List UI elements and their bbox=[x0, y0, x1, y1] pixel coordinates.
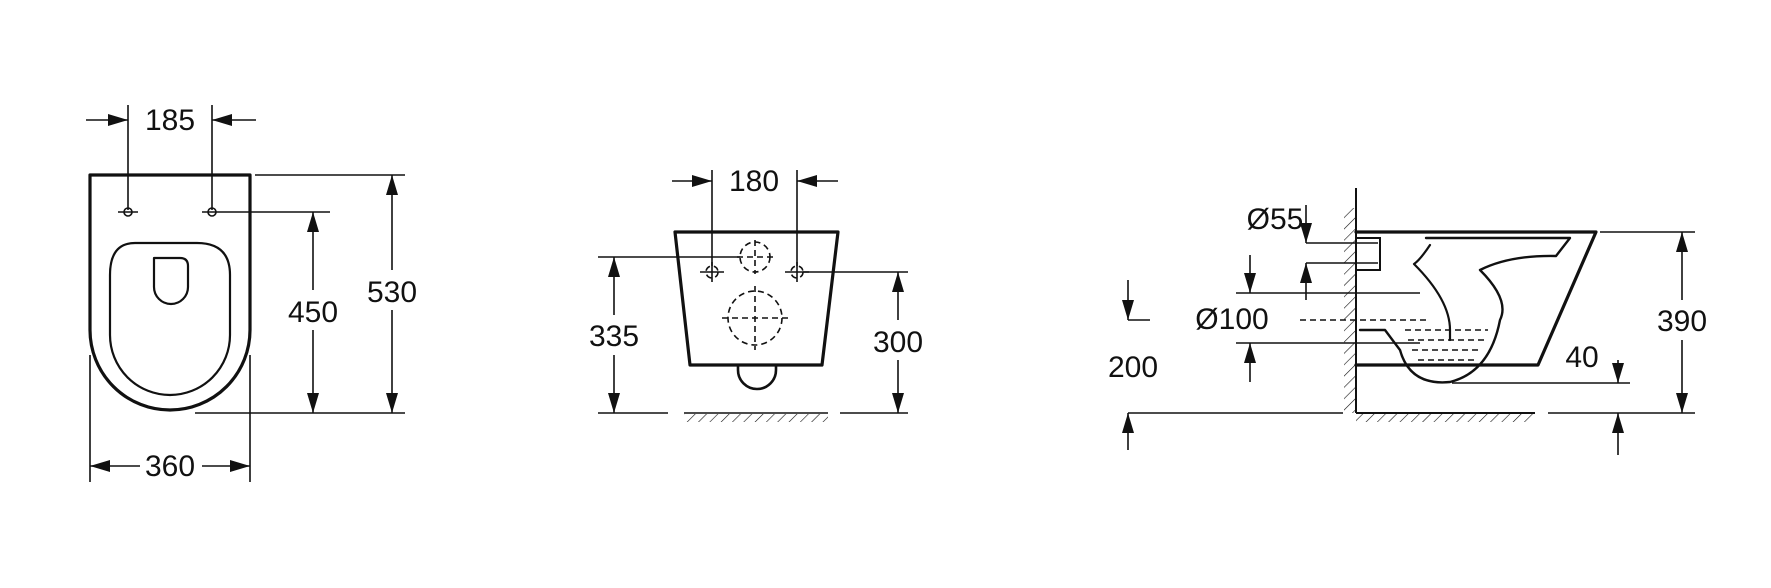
dim-length-label: 530 bbox=[367, 276, 417, 309]
seat-opening bbox=[108, 241, 232, 397]
dim-inlet-label: Ø55 bbox=[1247, 203, 1304, 236]
dim-outlet-label: Ø100 bbox=[1195, 303, 1268, 336]
dim-water-depth-label: 40 bbox=[1565, 341, 1598, 374]
dim-arrow bbox=[608, 257, 620, 277]
dim-arrow bbox=[1244, 273, 1256, 293]
wall bbox=[1344, 188, 1357, 413]
dim-arrow bbox=[1676, 232, 1688, 252]
rim-opening bbox=[152, 256, 190, 306]
dim-arrow bbox=[1676, 393, 1688, 413]
dim-fixing-holes-label: 180 bbox=[729, 165, 779, 198]
dim-height-label: 335 bbox=[589, 320, 639, 353]
dim-arrow bbox=[892, 272, 904, 292]
dim-arrow bbox=[797, 175, 817, 187]
front-bowl-bottom bbox=[736, 363, 778, 391]
front-view: 180 335 300 bbox=[582, 165, 930, 422]
dim-arrow bbox=[386, 393, 398, 413]
side-view: Ø55 Ø100 200 390 40 bbox=[1108, 188, 1714, 455]
dim-arrow bbox=[892, 393, 904, 413]
dim-arrow bbox=[1612, 363, 1624, 383]
dim-arrow bbox=[608, 393, 620, 413]
dim-arrow bbox=[90, 460, 110, 472]
inlet-fitting bbox=[1356, 237, 1381, 271]
dim-hole-height-label: 300 bbox=[873, 326, 923, 359]
dim-arrow bbox=[1300, 223, 1312, 243]
front-body-outline bbox=[673, 230, 840, 367]
dim-arrow bbox=[386, 175, 398, 195]
dim-arrow bbox=[1244, 343, 1256, 363]
dim-arrow bbox=[108, 114, 128, 126]
dim-outlet-height-label: 200 bbox=[1108, 351, 1158, 384]
dim-arrow bbox=[1122, 413, 1134, 433]
dim-side-height-label: 390 bbox=[1657, 305, 1707, 338]
water-surface bbox=[1405, 329, 1488, 361]
dim-arrow bbox=[307, 393, 319, 413]
dim-arrow bbox=[692, 175, 712, 187]
dim-arrow bbox=[1612, 413, 1624, 433]
floor-hatch bbox=[684, 412, 828, 422]
inlet-hole bbox=[737, 240, 773, 274]
dim-width-label: 360 bbox=[145, 450, 195, 483]
side-body-outline bbox=[1354, 230, 1598, 367]
dim-holes-depth-label: 450 bbox=[288, 296, 338, 329]
inner-bowl bbox=[1358, 236, 1572, 384]
outlet-hole bbox=[722, 286, 788, 350]
floor bbox=[1356, 412, 1535, 422]
dim-arrow bbox=[1300, 263, 1312, 283]
dim-arrow bbox=[212, 114, 232, 126]
trap-inner bbox=[1412, 243, 1452, 342]
top-view: 185 530 450 360 bbox=[86, 104, 424, 484]
bowl-outline bbox=[88, 173, 252, 412]
dim-seat-holes-label: 185 bbox=[145, 104, 195, 137]
dim-arrow bbox=[1122, 300, 1134, 320]
dim-arrow bbox=[230, 460, 250, 472]
dim-arrow bbox=[307, 212, 319, 232]
